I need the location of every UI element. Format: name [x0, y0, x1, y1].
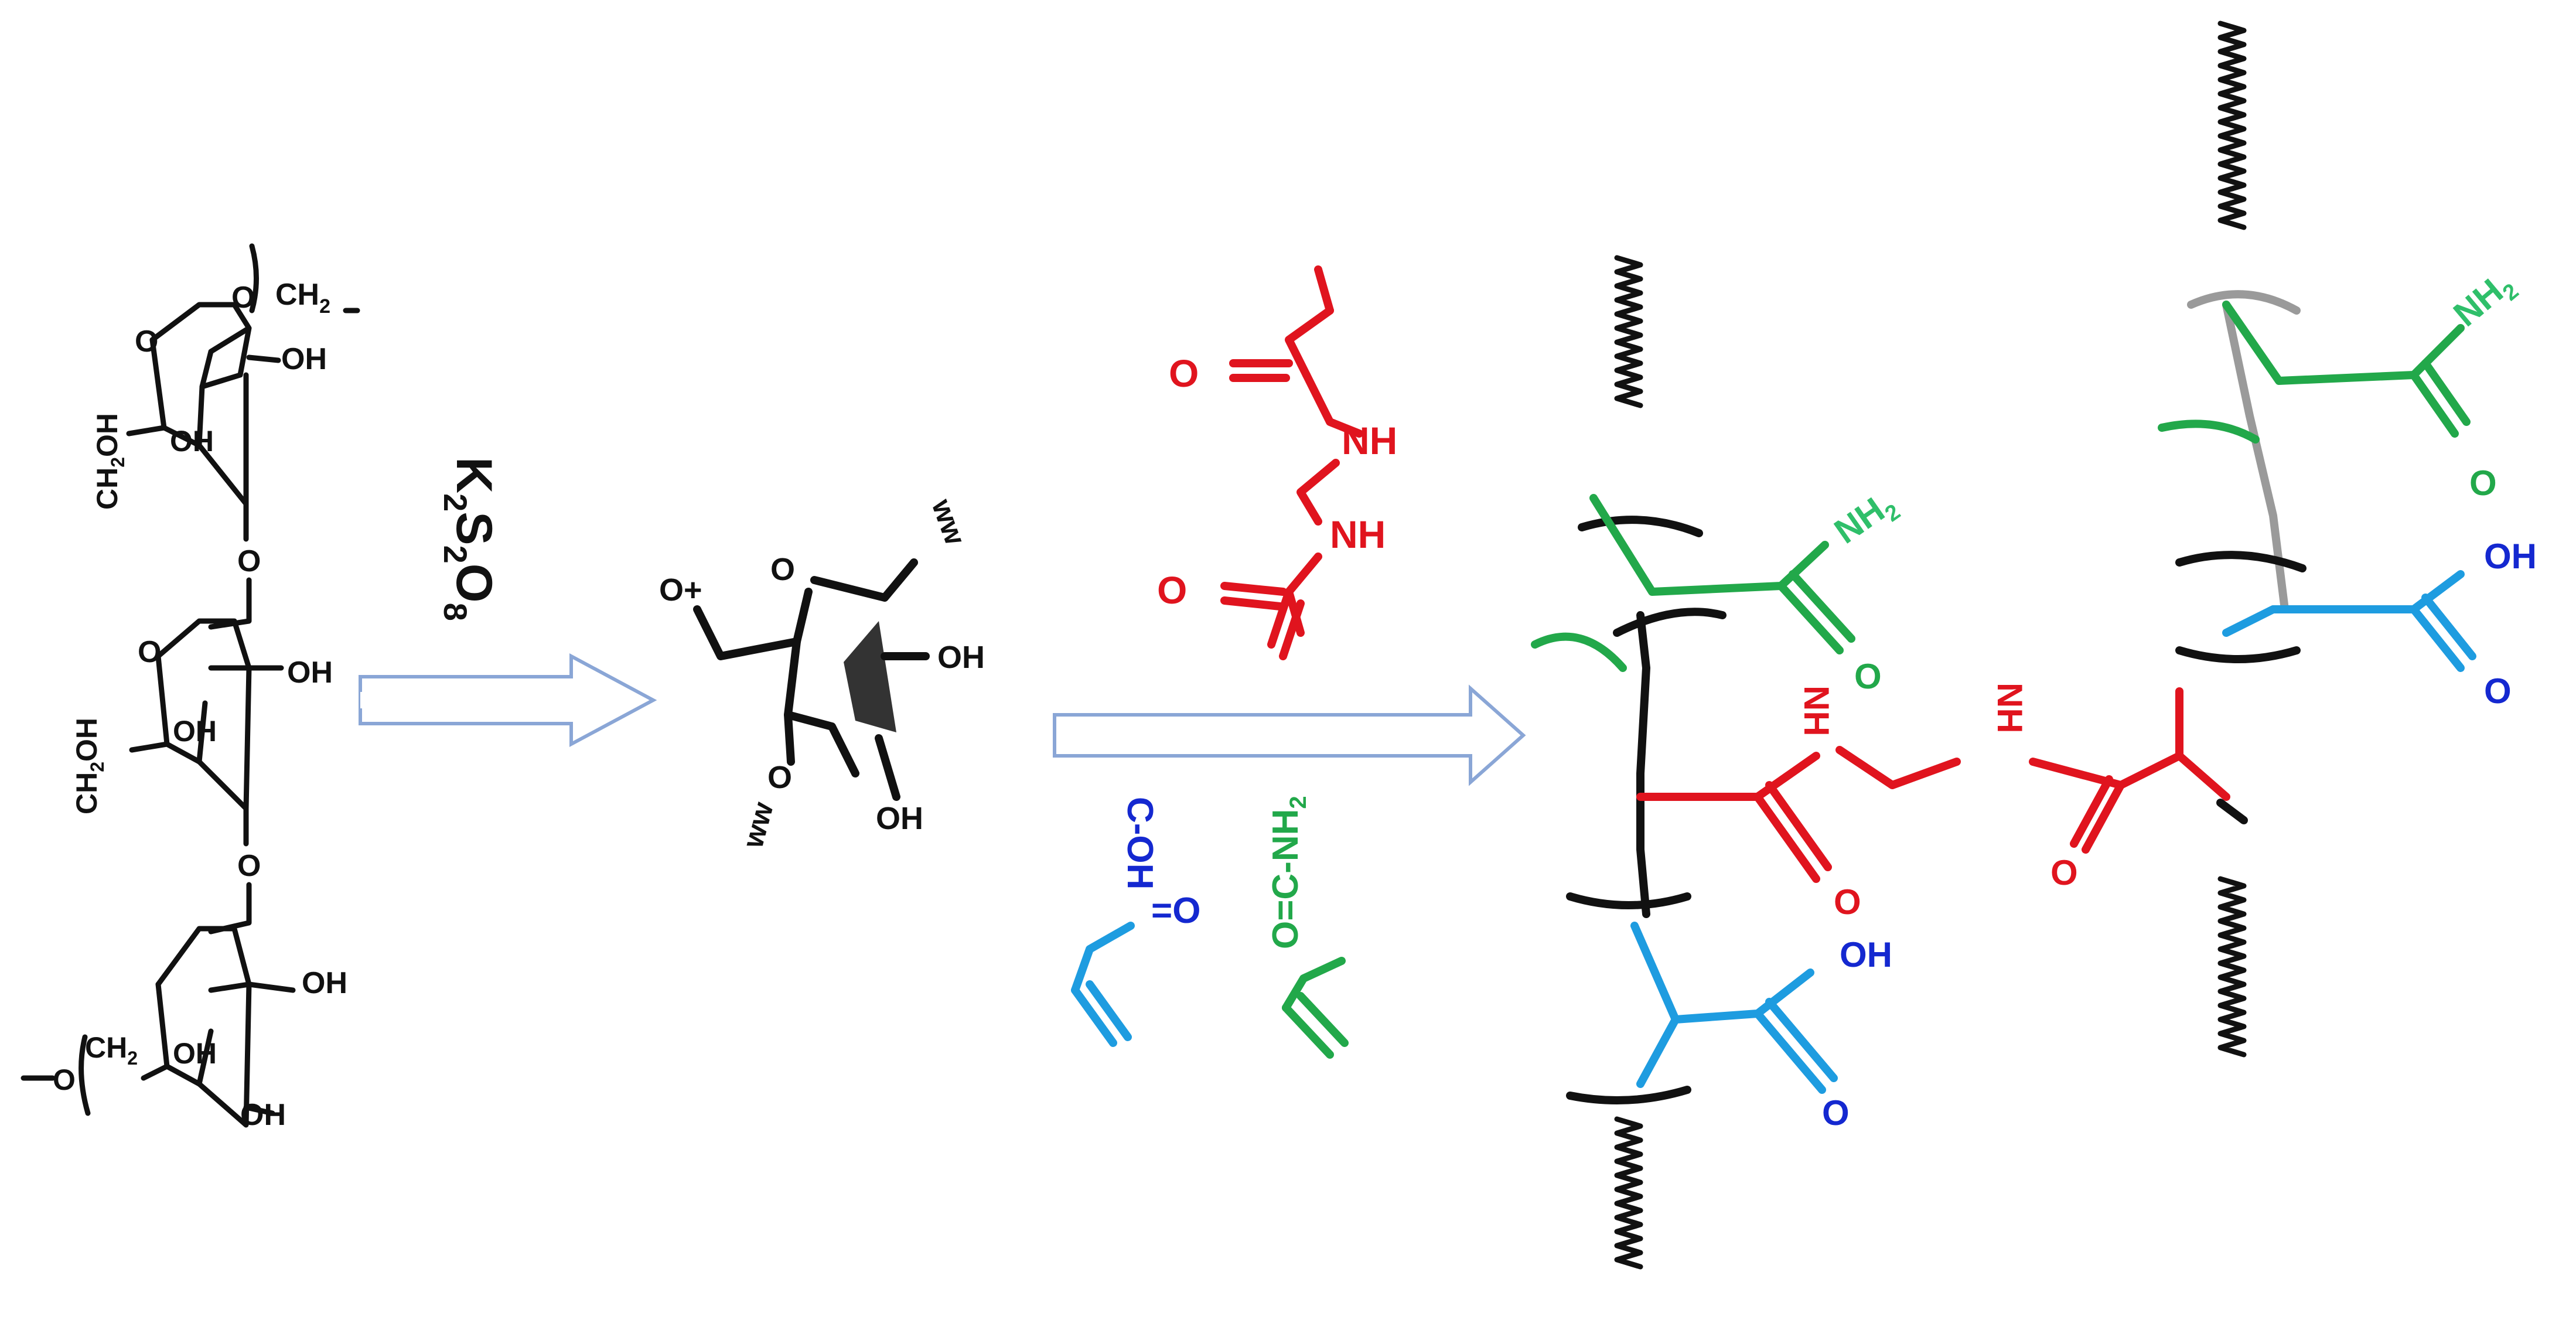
- reaction-arrow-1: [359, 653, 657, 748]
- acrylamide-label: O=C-NH2: [1265, 796, 1311, 949]
- acrylic-acid-eq-o: =O: [1151, 891, 1200, 931]
- starch-ring1-oh-lower: OH: [170, 425, 214, 458]
- network-nh2-left: NH2: [1827, 483, 1905, 556]
- radical-o-low: O: [767, 760, 792, 795]
- radical-oh-a: OH: [937, 640, 985, 675]
- starch-ring1-oh-upper: OH: [281, 342, 327, 376]
- network-o-left-acid: O: [1822, 1093, 1850, 1133]
- starch-bridge-o-1: O: [237, 544, 261, 578]
- network-o-crosslink-right: O: [2050, 853, 2078, 892]
- network-o-crosslink-left: O: [1834, 882, 1861, 922]
- network-nh-b: NH: [1990, 683, 2029, 734]
- starch-ring1-o-link: O: [231, 281, 255, 315]
- network-nh-a: NH: [1797, 686, 1836, 736]
- network-o-right-acid: O: [2484, 671, 2512, 711]
- starch-ring2-oh-lower: OH: [173, 715, 217, 748]
- radical-wavy-a: ww: [925, 495, 972, 549]
- mba-nh-1: NH: [1342, 419, 1397, 462]
- radical-ring-o: O: [770, 552, 795, 587]
- starch-ch2-top: CH2: [275, 278, 330, 318]
- starch-ring3-oh-mid: OH: [173, 1037, 217, 1070]
- mba-o-1: O: [1169, 352, 1199, 395]
- network-o-right-amide: O: [2469, 463, 2497, 503]
- starch-ring3-o-end: O: [53, 1063, 76, 1096]
- acrylic-acid-monomer: C-OH =O: [1071, 797, 1200, 1047]
- radical-o-plus: O+: [659, 572, 702, 608]
- network-oh-right: OH: [2484, 537, 2537, 576]
- acrylamide-monomer: O=C-NH2: [1265, 796, 1349, 1059]
- acrylic-acid-c-oh: C-OH: [1120, 797, 1160, 889]
- starch-ring2-o: O: [138, 635, 161, 669]
- starch-ring1-ch2oh: CH2OH: [91, 413, 128, 510]
- network-oh-left: OH: [1840, 935, 1892, 974]
- radical-wavy-b: ww: [736, 799, 780, 852]
- network-o-left-amide: O: [1854, 657, 1882, 696]
- starch-ring3-oh-lower: OH: [240, 1098, 286, 1132]
- starch-ring3-oh-upper: OH: [302, 966, 347, 1000]
- starch-ring2-oh-upper: OH: [287, 656, 333, 690]
- mba-o-2: O: [1157, 568, 1187, 612]
- starch-ring1-o: O: [135, 325, 158, 359]
- radical-oh-b: OH: [876, 801, 923, 836]
- starch-structure: CH2 O O OH OH CH2OH O O OH OH CH2OH O: [21, 243, 360, 1132]
- mba-nh-2: NH: [1330, 513, 1386, 556]
- hydrogel-network: NH2 O OH O NH NH O O NH2 O: [1531, 21, 2537, 1270]
- starch-ring2-ch2oh: CH2OH: [70, 718, 108, 814]
- reagent-k2s2o8: K2S2O8: [437, 457, 502, 621]
- starch-ring3-ch2: CH2: [85, 1031, 138, 1069]
- mba-crosslinker: O NH NH O: [1157, 265, 1397, 660]
- starch-radical: O+ O ww OH OH O ww: [659, 495, 985, 852]
- starch-bridge-o-2: O: [237, 849, 261, 883]
- reaction-arrow-2: [1053, 684, 1526, 786]
